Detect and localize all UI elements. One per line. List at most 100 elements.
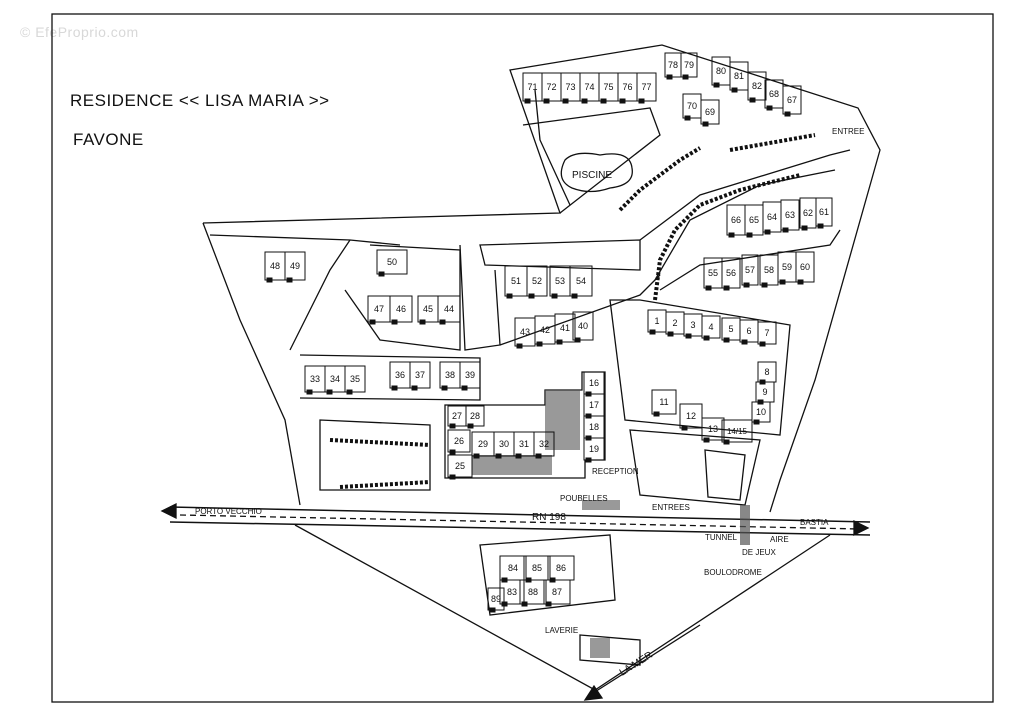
unit-entry-mark — [473, 453, 480, 459]
unit-44: 44 — [437, 295, 461, 325]
parking-marks-1 — [329, 438, 431, 447]
unit-entry-mark — [441, 385, 448, 391]
unit-number: 71 — [527, 82, 537, 92]
unit-entry-mark — [369, 319, 376, 325]
unit-number: 47 — [374, 304, 384, 314]
unit-45: 45 — [417, 295, 439, 325]
unit-entry-mark — [581, 98, 588, 104]
label-de-jeux: DE JEUX — [742, 548, 776, 557]
unit-86: 86 — [547, 555, 575, 583]
unit-number: 36 — [395, 370, 405, 380]
unit-47: 47 — [367, 295, 391, 325]
unit-1: 1 — [647, 309, 667, 335]
unit-number: 66 — [731, 215, 741, 225]
road-right — [659, 229, 841, 291]
unit-entry-mark — [585, 457, 592, 463]
unit-number: 72 — [546, 82, 556, 92]
unit-entry-mark — [516, 343, 523, 349]
unit-38: 38 — [439, 361, 461, 391]
unit-number: 75 — [603, 82, 613, 92]
unit-28: 28 — [465, 405, 485, 429]
piscine-shape — [560, 152, 633, 193]
unit-entry-mark — [741, 339, 748, 345]
label-boulodrome: BOULODROME — [704, 568, 762, 577]
unit-number: 64 — [767, 212, 777, 222]
watermark: © EfeProprio.com — [20, 24, 139, 40]
unit-box — [764, 79, 784, 109]
unit-number: 46 — [396, 304, 406, 314]
path-west — [209, 234, 401, 246]
unit-number: 53 — [555, 276, 565, 286]
unit-number: 18 — [589, 422, 599, 432]
unit-18: 18 — [583, 415, 605, 441]
unit-39: 39 — [459, 361, 481, 391]
unit-number: 1 — [654, 316, 659, 326]
unit-number: 38 — [445, 370, 455, 380]
unit-entry-mark — [286, 277, 293, 283]
unit-entry-mark — [535, 453, 542, 459]
arrow-la-mer — [583, 684, 604, 701]
unit-entry-mark — [705, 285, 712, 291]
unit-number: 50 — [387, 257, 397, 267]
unit-84: 84 — [499, 555, 527, 583]
unit-number: 13 — [708, 424, 718, 434]
unit-5: 5 — [721, 317, 741, 343]
unit-46: 46 — [389, 295, 413, 325]
unit-entry-mark — [817, 223, 824, 229]
unit-17: 17 — [583, 393, 605, 419]
unit-box — [447, 454, 473, 478]
unit-73: 73 — [560, 72, 581, 104]
unit-49: 49 — [284, 251, 306, 283]
label-reception: RECEPTION — [592, 467, 639, 476]
unit-40: 40 — [572, 311, 594, 343]
unit-number: 65 — [749, 215, 759, 225]
unit-number: 32 — [539, 439, 549, 449]
label-entree-top: ENTREE — [832, 127, 864, 136]
unit-entry-mark — [743, 282, 750, 288]
unit-entry-mark — [571, 293, 578, 299]
unit-number: 33 — [310, 374, 320, 384]
road-center-left — [459, 244, 501, 351]
unit-number: 58 — [764, 265, 774, 275]
unit-box — [284, 251, 306, 281]
unit-number: 57 — [745, 265, 755, 275]
unit-box — [459, 361, 481, 389]
label-aire: AIRE — [770, 535, 789, 544]
unit-entry-mark — [649, 329, 656, 335]
label-laverie: LAVERIE — [545, 626, 578, 635]
unit-number: 49 — [290, 261, 300, 271]
unit-entry-mark — [495, 453, 502, 459]
unit-4: 4 — [701, 315, 721, 341]
unit-number: 37 — [415, 370, 425, 380]
unit-entry-mark — [551, 293, 558, 299]
unit-entry-mark — [653, 411, 660, 417]
unit-entry-mark — [681, 425, 688, 431]
unit-54: 54 — [569, 265, 593, 299]
unit-56: 56 — [721, 257, 741, 291]
unit-box — [465, 405, 485, 427]
unit-number: 28 — [470, 411, 480, 421]
unit-76: 76 — [617, 72, 638, 104]
unit-entry-mark — [619, 98, 626, 104]
unit-12: 12 — [679, 403, 703, 431]
unit-7: 7 — [757, 321, 777, 347]
unit-66: 66 — [726, 204, 746, 238]
unit-box — [447, 429, 471, 453]
inner-outline-pool — [522, 107, 661, 214]
unit-number: 81 — [734, 71, 744, 81]
unit-entry-mark — [703, 437, 710, 443]
unit-entry-mark — [562, 98, 569, 104]
unit-entry-mark — [638, 98, 645, 104]
site-outline-north — [202, 44, 881, 513]
unit-box — [376, 249, 408, 275]
unit-box — [583, 437, 605, 461]
unit-37: 37 — [409, 361, 431, 391]
unit-36: 36 — [389, 361, 411, 391]
unit-box — [741, 254, 759, 286]
unit-number: 80 — [716, 66, 726, 76]
unit-entry-mark — [779, 279, 786, 285]
unit-number: 62 — [803, 208, 813, 218]
unit-entry-mark — [528, 293, 535, 299]
unit-box — [682, 93, 702, 119]
